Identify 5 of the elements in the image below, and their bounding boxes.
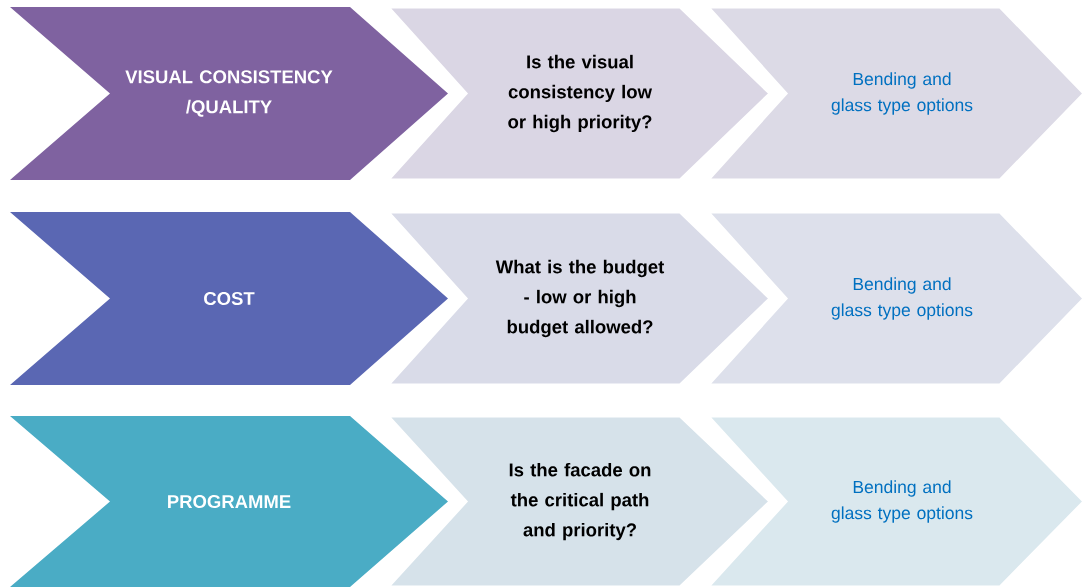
step-panel: COST: [10, 212, 448, 385]
node-label: Bending and glass type options: [831, 277, 973, 320]
step-panel: PROGRAMME: [10, 416, 448, 587]
step-panel: VISUAL CONSISTENCY /QUALITY: [10, 7, 448, 180]
node-label: Bending and glass type options: [831, 72, 973, 115]
